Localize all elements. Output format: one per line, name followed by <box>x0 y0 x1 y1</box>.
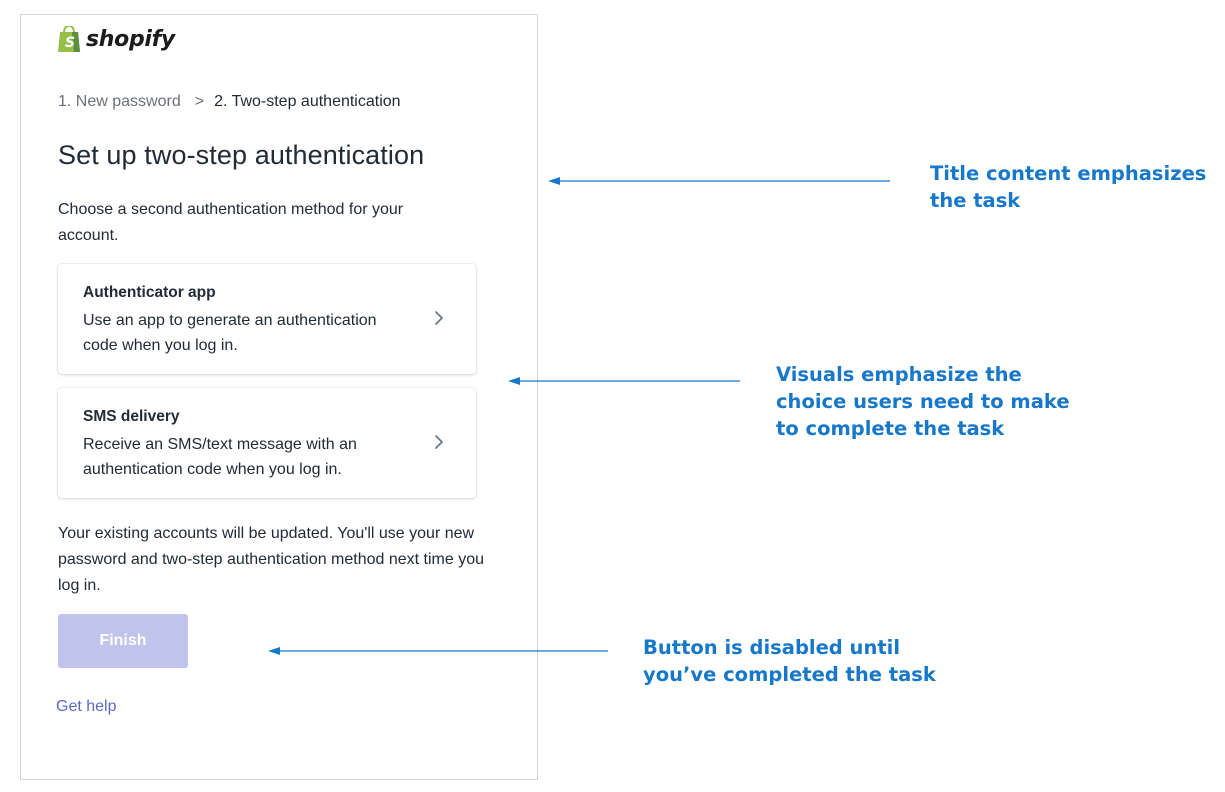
annotation-title: Title content emphasizes the task <box>930 162 1207 212</box>
chevron-right-icon <box>435 435 443 449</box>
intro-text: Choose a second authentication method fo… <box>58 201 404 244</box>
shopping-bag-icon: S <box>58 26 80 52</box>
chevron-right-icon <box>435 311 443 325</box>
breadcrumb-separator: > <box>194 93 205 110</box>
method-title: Authenticator app <box>83 284 216 301</box>
method-description: Use an app to generate an authentication… <box>83 312 377 354</box>
arrowhead <box>548 177 560 185</box>
page-title: Set up two-step authentication <box>58 140 425 170</box>
update-notice-text: Your existing accounts will be updated. … <box>58 525 485 594</box>
breadcrumb-step-new-password: 1. New password <box>58 93 181 110</box>
method-description: Receive an SMS/text message with an auth… <box>83 436 357 478</box>
authenticator-app-option[interactable]: Authenticator app Use an app to generate… <box>58 264 476 374</box>
method-title: SMS delivery <box>83 408 180 425</box>
get-help-link[interactable]: Get help <box>56 698 117 715</box>
annotation-visuals: Visuals emphasize the choice users need … <box>776 363 1070 440</box>
breadcrumb-step-two-step-auth: 2. Two-step authentication <box>214 93 401 110</box>
svg-text:S: S <box>65 35 75 51</box>
sms-delivery-option[interactable]: SMS delivery Receive an SMS/text message… <box>58 388 476 498</box>
brand-name: shopify <box>86 26 175 52</box>
breadcrumb: 1. New password > 2. Two-step authentica… <box>58 93 401 111</box>
finish-button[interactable]: Finish <box>58 614 188 668</box>
shopify-logo: S shopify <box>58 26 175 52</box>
annotation-button: Button is disabled until you’ve complete… <box>643 636 936 686</box>
